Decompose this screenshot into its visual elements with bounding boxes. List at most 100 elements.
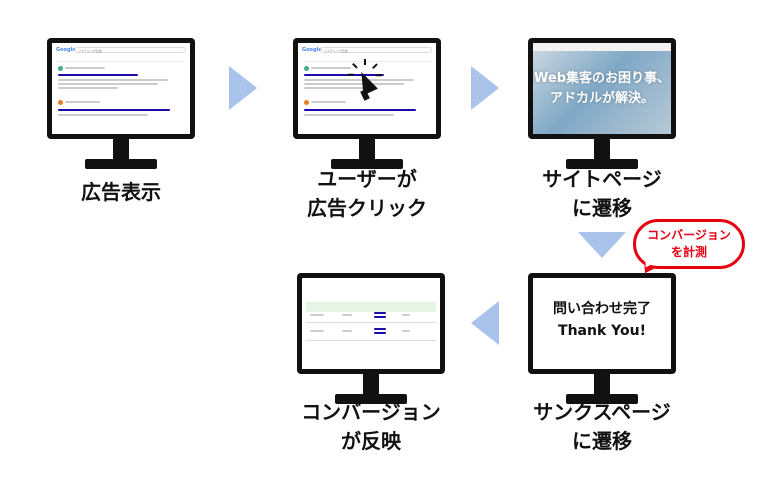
monitor-screen: Google リスティング広告	[293, 38, 441, 139]
monitor-base	[335, 394, 407, 404]
google-header: Google リスティング広告	[56, 46, 186, 54]
monitor-conversion	[297, 273, 445, 405]
label-line-1: ユーザーが	[317, 167, 417, 191]
favicon-icon	[58, 66, 63, 71]
monitor-screen	[297, 273, 445, 374]
monitor-neck	[359, 139, 375, 159]
monitor-base	[85, 159, 157, 169]
click-ray-icon	[352, 63, 358, 69]
thanks-line-1: 問い合わせ完了	[553, 301, 651, 317]
result-link	[304, 74, 384, 76]
google-results-mock: Google リスティング広告	[298, 43, 436, 134]
click-ray-icon	[375, 74, 382, 76]
result-line	[304, 79, 414, 81]
table-cell	[374, 316, 386, 318]
hero-text: Web集客のお困り事、 アドカルが解決。	[533, 69, 671, 109]
thanks-page-mock: 問い合わせ完了 Thank You!	[533, 278, 671, 369]
arrow-right-icon	[471, 66, 499, 110]
monitor-site-page: Web集客のお困り事、 アドカルが解決。	[528, 38, 676, 170]
arrow-right-icon	[229, 66, 257, 110]
hero-line-2: アドカルが解決。	[549, 91, 654, 106]
result-line	[58, 114, 148, 116]
thanks-text: 問い合わせ完了 Thank You!	[533, 298, 671, 342]
monitor-neck	[113, 139, 129, 159]
monitor-neck	[363, 374, 379, 394]
monitor-ad-display: Google リスティング広告	[47, 38, 195, 170]
site-hero: Web集客のお困り事、 アドカルが解決。	[533, 51, 671, 134]
table-cell	[374, 332, 386, 334]
monitor-screen: Web集客のお困り事、 アドカルが解決。	[528, 38, 676, 139]
callout-line-2: を計測	[670, 245, 707, 259]
label-text: 広告表示	[81, 180, 161, 204]
result-line	[304, 87, 364, 89]
site-page-mock: Web集客のお困り事、 アドカルが解決。	[533, 43, 671, 134]
favicon-icon	[58, 100, 63, 105]
result-line	[65, 67, 105, 69]
result-link	[304, 109, 416, 111]
monitor-user-click: Google リスティング広告	[293, 38, 441, 170]
click-ray-icon	[364, 59, 366, 65]
monitor-neck	[594, 374, 610, 394]
hero-line-1: Web集客のお困り事、	[534, 71, 670, 86]
monitor-thanks-page: 問い合わせ完了 Thank You!	[528, 273, 676, 405]
label-line-2: に遷移	[572, 429, 632, 453]
search-tabs	[302, 57, 432, 62]
callout-line-1: コンバージョン	[647, 228, 731, 242]
arrow-down-icon	[578, 232, 626, 258]
table-divider	[306, 340, 436, 341]
label-conversion: コンバージョン が反映	[277, 398, 465, 456]
monitor-base	[331, 159, 403, 169]
google-logo: Google	[56, 47, 76, 53]
result-line	[58, 83, 158, 85]
result-line	[304, 114, 394, 116]
label-line-1: コンバージョン	[301, 400, 441, 424]
favicon-icon	[304, 100, 309, 105]
result-link	[58, 109, 170, 111]
search-box: リスティング広告	[320, 47, 432, 53]
table-cell	[374, 328, 386, 330]
favicon-icon	[304, 66, 309, 71]
click-ray-icon	[372, 63, 378, 69]
thanks-line-2: Thank You!	[558, 323, 646, 339]
label-line-2: に遷移	[572, 196, 632, 220]
monitor-neck	[594, 139, 610, 159]
result-line	[311, 67, 351, 69]
label-user-click: ユーザーが 広告クリック	[283, 165, 451, 223]
table-cell	[310, 314, 324, 316]
result-link	[58, 74, 138, 76]
table-cell	[342, 330, 352, 332]
conversion-callout: コンバージョン を計測	[633, 219, 745, 269]
label-line-2: 広告クリック	[307, 196, 427, 220]
google-header: Google リスティング広告	[302, 46, 432, 54]
result-line	[65, 101, 100, 103]
arrow-left-icon	[471, 301, 499, 345]
search-box: リスティング広告	[74, 47, 186, 53]
google-results-mock: Google リスティング広告	[52, 43, 190, 134]
table-header-row	[306, 302, 436, 312]
google-logo: Google	[302, 47, 322, 53]
table-cell	[402, 314, 410, 316]
table-cell	[402, 330, 410, 332]
click-ray-icon	[347, 74, 354, 76]
table-divider	[306, 322, 436, 323]
label-line-1: サイトページ	[542, 167, 662, 191]
result-line	[311, 101, 346, 103]
callout-text: コンバージョン を計測	[636, 222, 742, 261]
result-line	[58, 87, 118, 89]
label-line-1: サンクスページ	[533, 400, 671, 424]
result-line	[58, 79, 168, 81]
report-table-mock	[302, 278, 440, 369]
monitor-screen: Google リスティング広告	[47, 38, 195, 139]
site-nav	[533, 43, 671, 51]
label-line-2: が反映	[341, 429, 401, 453]
label-thanks-page: サンクスページ に遷移	[508, 398, 696, 456]
search-tabs	[56, 57, 186, 62]
table-cell	[310, 330, 324, 332]
monitor-screen: 問い合わせ完了 Thank You!	[528, 273, 676, 374]
monitor-base	[566, 394, 638, 404]
table-cell	[342, 314, 352, 316]
label-site-page: サイトページ に遷移	[518, 165, 686, 223]
result-line	[304, 83, 404, 85]
table-cell	[374, 312, 386, 314]
label-ad-display: 広告表示	[47, 178, 195, 207]
